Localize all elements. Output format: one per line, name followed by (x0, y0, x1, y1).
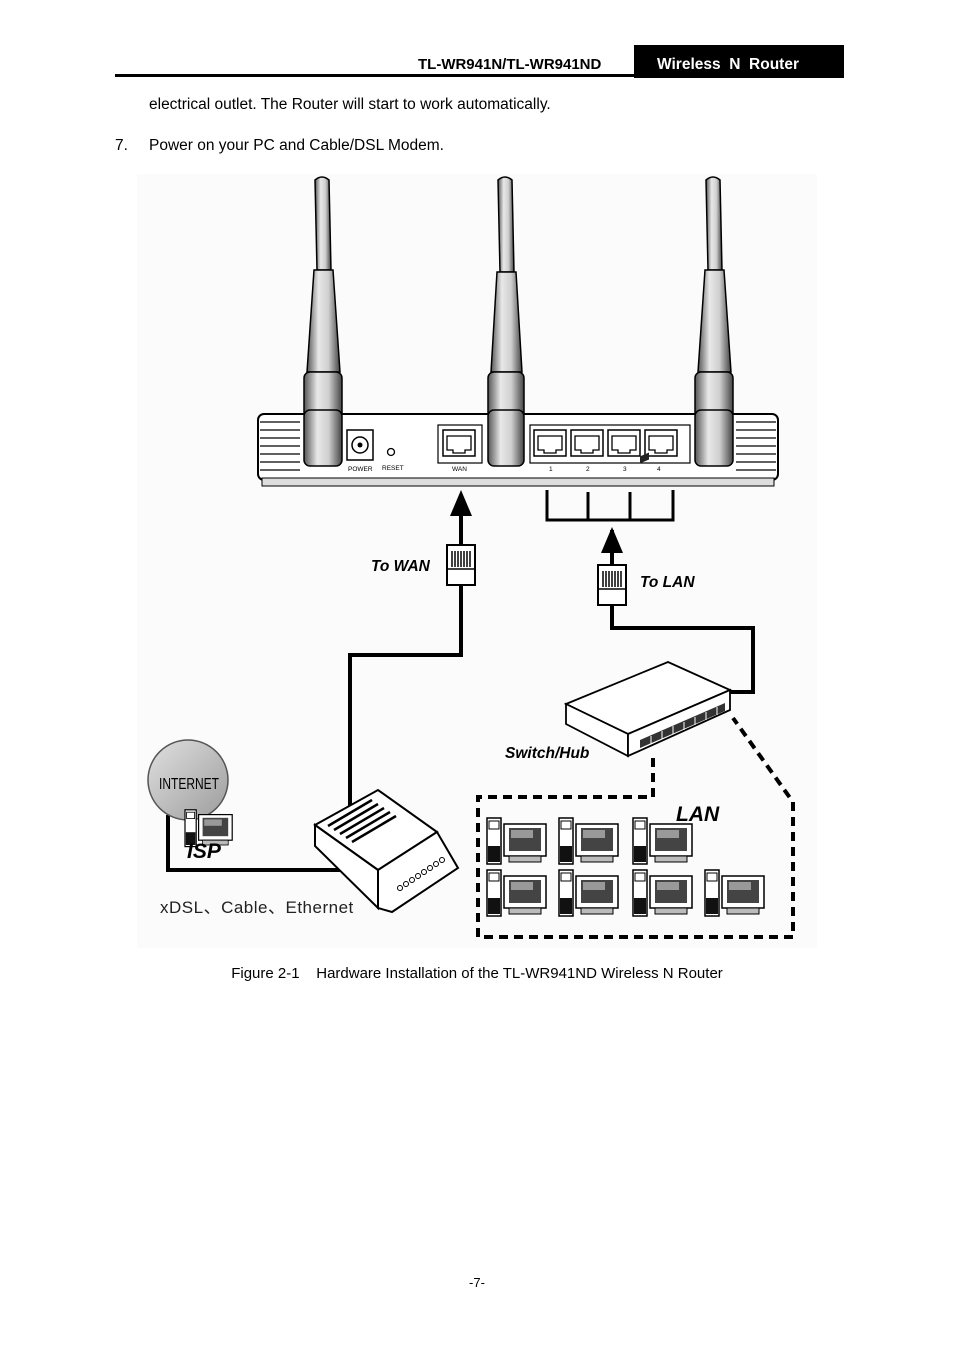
label-lan-1: 1 (549, 466, 553, 473)
label-lan-2: 2 (586, 466, 590, 473)
label-lan-3: 3 (623, 466, 627, 473)
cable-wan (348, 585, 463, 868)
power-jack-pin (357, 442, 363, 448)
rj45-plug-lan (597, 564, 627, 606)
lan-pc (486, 817, 547, 865)
lan-pc (704, 869, 765, 917)
continuation-text: electrical outlet. The Router will start… (149, 96, 551, 113)
page-number: -7- (469, 1275, 485, 1290)
label-power: POWER (348, 466, 373, 473)
cable-lan (610, 605, 755, 694)
router-back-panel (257, 409, 779, 487)
lan-port-1 (533, 429, 567, 457)
lan-port-3 (607, 429, 641, 457)
lan-pc (632, 869, 693, 917)
label-lan: LAN (676, 803, 720, 826)
lan-bracket (545, 490, 675, 522)
label-isp: ISP (187, 840, 222, 863)
power-jack-socket (351, 436, 369, 454)
reset-button (386, 447, 396, 457)
header-product-name: Wireless N Router (657, 56, 799, 73)
header-rule (115, 74, 634, 77)
label-switch-hub: Switch/Hub (505, 745, 590, 762)
label-wan: WAN (452, 466, 467, 473)
lan-pc (558, 869, 619, 917)
lan-port-4 (644, 429, 678, 457)
rj45-plug-wan (446, 544, 476, 586)
modem (313, 788, 460, 914)
lan-pc (632, 817, 693, 865)
step-number: 7. (115, 137, 128, 154)
lan-pc (486, 869, 547, 917)
arrow-to-wan (450, 490, 472, 545)
label-internet: INTERNET (159, 776, 219, 793)
label-lan-4: 4 (657, 466, 661, 473)
cable-isp (166, 815, 355, 872)
step-text: Power on your PC and Cable/DSL Modem. (149, 137, 444, 154)
label-to-wan: To WAN (371, 558, 431, 575)
label-to-lan: To LAN (640, 574, 695, 591)
lan-group-dashed-border (476, 716, 795, 939)
wan-port (442, 429, 476, 457)
label-reset: RESET (382, 465, 404, 472)
header-model-name: TL-WR941N/TL-WR941ND (418, 56, 602, 73)
lan-port-2 (570, 429, 604, 457)
wan-port-frame (437, 424, 483, 464)
figure-caption: Figure 2-1 Hardware Installation of the … (231, 965, 723, 982)
lan-port-frame (529, 424, 691, 464)
header-product-box: Wireless N Router (634, 45, 844, 78)
lan-pc (558, 817, 619, 865)
label-modem-types: xDSL、Cable、Ethernet (160, 898, 354, 917)
switch-hub (563, 452, 733, 758)
arrow-to-lan (601, 527, 623, 566)
